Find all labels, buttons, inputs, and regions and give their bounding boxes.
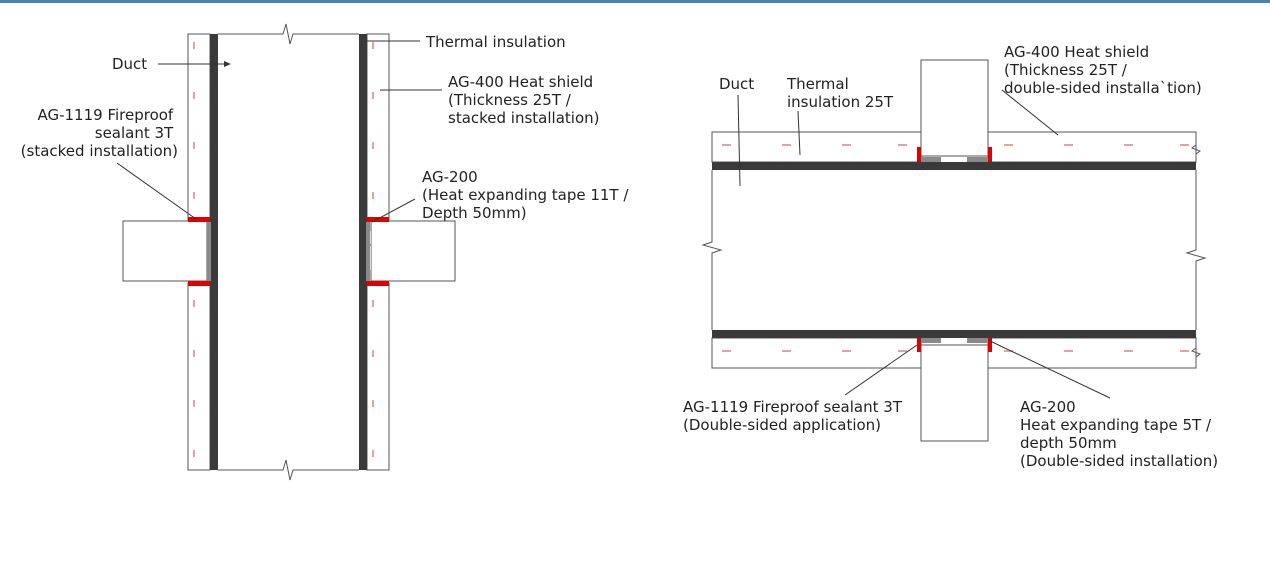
insulation-bottom-right xyxy=(987,337,1197,369)
duct-wall-left xyxy=(210,34,218,470)
label-sealant-right: AG-1119 Fireproof sealant 3T (Double-sid… xyxy=(683,398,907,434)
leader-duct-right xyxy=(737,94,741,187)
label-thermal-insulation-left: Thermal insulation xyxy=(425,33,566,51)
sealant-left-upper xyxy=(188,217,210,222)
sealant-left-lower xyxy=(188,281,210,286)
insulation-left-lower xyxy=(187,282,211,471)
tape-bottom-right xyxy=(967,338,988,343)
label-duct-right: Duct xyxy=(719,75,754,93)
sealant-top-left xyxy=(917,147,921,162)
sealant-bottom-right xyxy=(988,338,992,352)
tape-right xyxy=(366,222,370,281)
tape-left xyxy=(207,222,211,281)
sealant-right-lower xyxy=(367,281,389,286)
leader-sealant-right xyxy=(844,344,918,396)
left-diagram: Duct Thermal insulation AG-400 Heat shie… xyxy=(21,23,633,481)
sealant-bottom-left xyxy=(917,338,921,352)
sealant-right-upper xyxy=(367,217,389,222)
heat-shield-marks-left xyxy=(193,42,374,457)
label-tape-right: AG-200 Heat expanding tape 5T / depth 50… xyxy=(1020,398,1218,470)
insulation-top-left xyxy=(711,131,922,163)
leader-sealant-left xyxy=(116,162,197,220)
duct-wall-top xyxy=(712,162,1196,170)
sealant-top-right xyxy=(988,147,992,162)
label-thermal-insulation-right: Thermal insulation 25T xyxy=(786,75,894,111)
concrete-wall-bottom xyxy=(920,344,989,442)
arrow-duct-left xyxy=(224,61,231,67)
label-heat-shield-right: AG-400 Heat shield (Thickness 25T / doub… xyxy=(1004,43,1202,97)
tape-top-left xyxy=(921,157,941,162)
break-mark-insul-right-top xyxy=(1190,132,1202,162)
insulation-left-upper xyxy=(187,33,211,222)
leader-thermal-right xyxy=(797,110,801,156)
label-duct-left: Duct xyxy=(112,55,147,73)
break-mark-insul-right-bottom xyxy=(1190,338,1202,368)
label-heat-shield-left: AG-400 Heat shield (Thickness 25T / stac… xyxy=(448,73,599,127)
insulation-right-upper xyxy=(366,33,390,222)
duct-wall-bottom xyxy=(712,330,1196,338)
concrete-slab-left-b xyxy=(370,220,456,282)
break-mark-right xyxy=(1185,170,1207,330)
break-mark-bottom xyxy=(218,459,359,481)
leader-tape-left xyxy=(371,198,416,223)
leader-tape-right xyxy=(989,340,1111,399)
duct-wall-right xyxy=(359,34,367,470)
insulation-right-lower xyxy=(366,282,390,471)
heat-shield-marks-right xyxy=(722,144,1189,352)
break-mark-left xyxy=(701,170,723,330)
insulation-top-right xyxy=(987,131,1197,163)
top-accent-bar xyxy=(0,0,1270,3)
tape-bottom-left xyxy=(921,338,941,343)
label-sealant-left: AG-1119 Fireproof sealant 3T (stacked in… xyxy=(21,106,178,160)
leader-shield-right xyxy=(1001,89,1059,136)
concrete-wall-top xyxy=(920,59,989,157)
break-mark-top xyxy=(218,23,359,45)
right-diagram: Duct Thermal insulation 25T AG-400 Heat … xyxy=(683,43,1218,470)
tape-top-right xyxy=(967,157,988,162)
label-tape-left: AG-200 (Heat expanding tape 11T / Depth … xyxy=(422,168,633,222)
concrete-slab-left-a xyxy=(122,220,208,282)
